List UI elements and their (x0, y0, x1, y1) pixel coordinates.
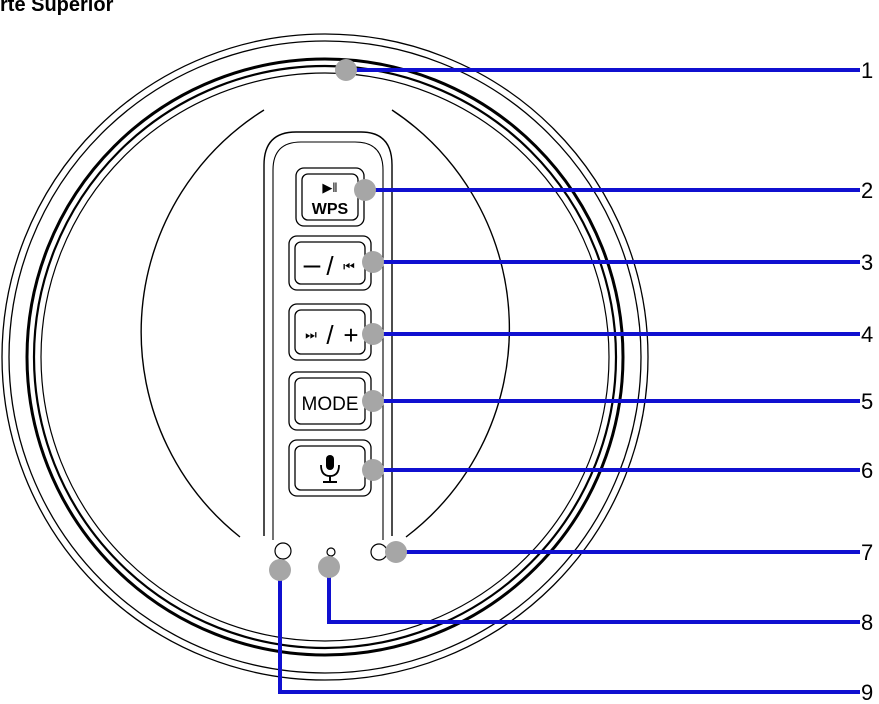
marker-9 (269, 559, 291, 581)
minus-icon: – (304, 248, 321, 281)
callout-number-8: 8 (861, 610, 873, 635)
play-pause-icon: ▶‖ (322, 180, 337, 195)
callout-number-7: 7 (861, 540, 873, 565)
marker-1 (335, 59, 357, 81)
page-title: rte Superior (0, 0, 114, 16)
next-track-icon: ⏭ (305, 327, 317, 342)
volume-down-prev-button[interactable]: – / ⏮ (288, 235, 372, 291)
callout-markers (269, 59, 407, 581)
callout-number-2: 2 (861, 178, 873, 203)
play-wps-button[interactable]: ▶‖ WPS (295, 167, 365, 227)
callout-number-9: 9 (861, 680, 873, 704)
control-strip-outer (263, 131, 393, 536)
control-strip-inner (272, 141, 384, 540)
marker-7 (385, 541, 407, 563)
slash-separator: / (326, 320, 334, 350)
next-volume-up-button[interactable]: ⏭ / + (288, 303, 372, 361)
microphone-button[interactable] (288, 439, 372, 497)
callout-number-4: 4 (861, 322, 873, 347)
wps-label: WPS (312, 201, 349, 218)
slash-separator: / (326, 251, 334, 281)
previous-track-icon: ⏮ (343, 259, 355, 274)
marker-6 (362, 459, 384, 481)
callout-number-1: 1 (861, 58, 873, 83)
callout-number-5: 5 (861, 389, 873, 414)
inner-ring-right (391, 109, 511, 538)
microphone-icon (320, 455, 340, 483)
mode-button[interactable]: MODE (288, 371, 372, 431)
leader-lines (278, 68, 860, 694)
marker-3 (362, 251, 384, 273)
marker-2 (354, 179, 376, 201)
plus-icon: + (343, 320, 358, 350)
indicator-light-right (370, 543, 388, 561)
microphone-hole (326, 547, 336, 557)
indicator-light-left (274, 542, 292, 560)
callout-numbers: 1 2 3 4 5 6 7 8 9 (861, 58, 873, 704)
marker-4 (362, 323, 384, 345)
speaker-outer-rings (1, 33, 649, 681)
callout-number-3: 3 (861, 250, 873, 275)
mode-label: MODE (302, 394, 359, 415)
marker-5 (362, 390, 384, 412)
inner-ring-left (140, 109, 265, 538)
callout-number-6: 6 (861, 458, 873, 483)
marker-8 (318, 556, 340, 578)
